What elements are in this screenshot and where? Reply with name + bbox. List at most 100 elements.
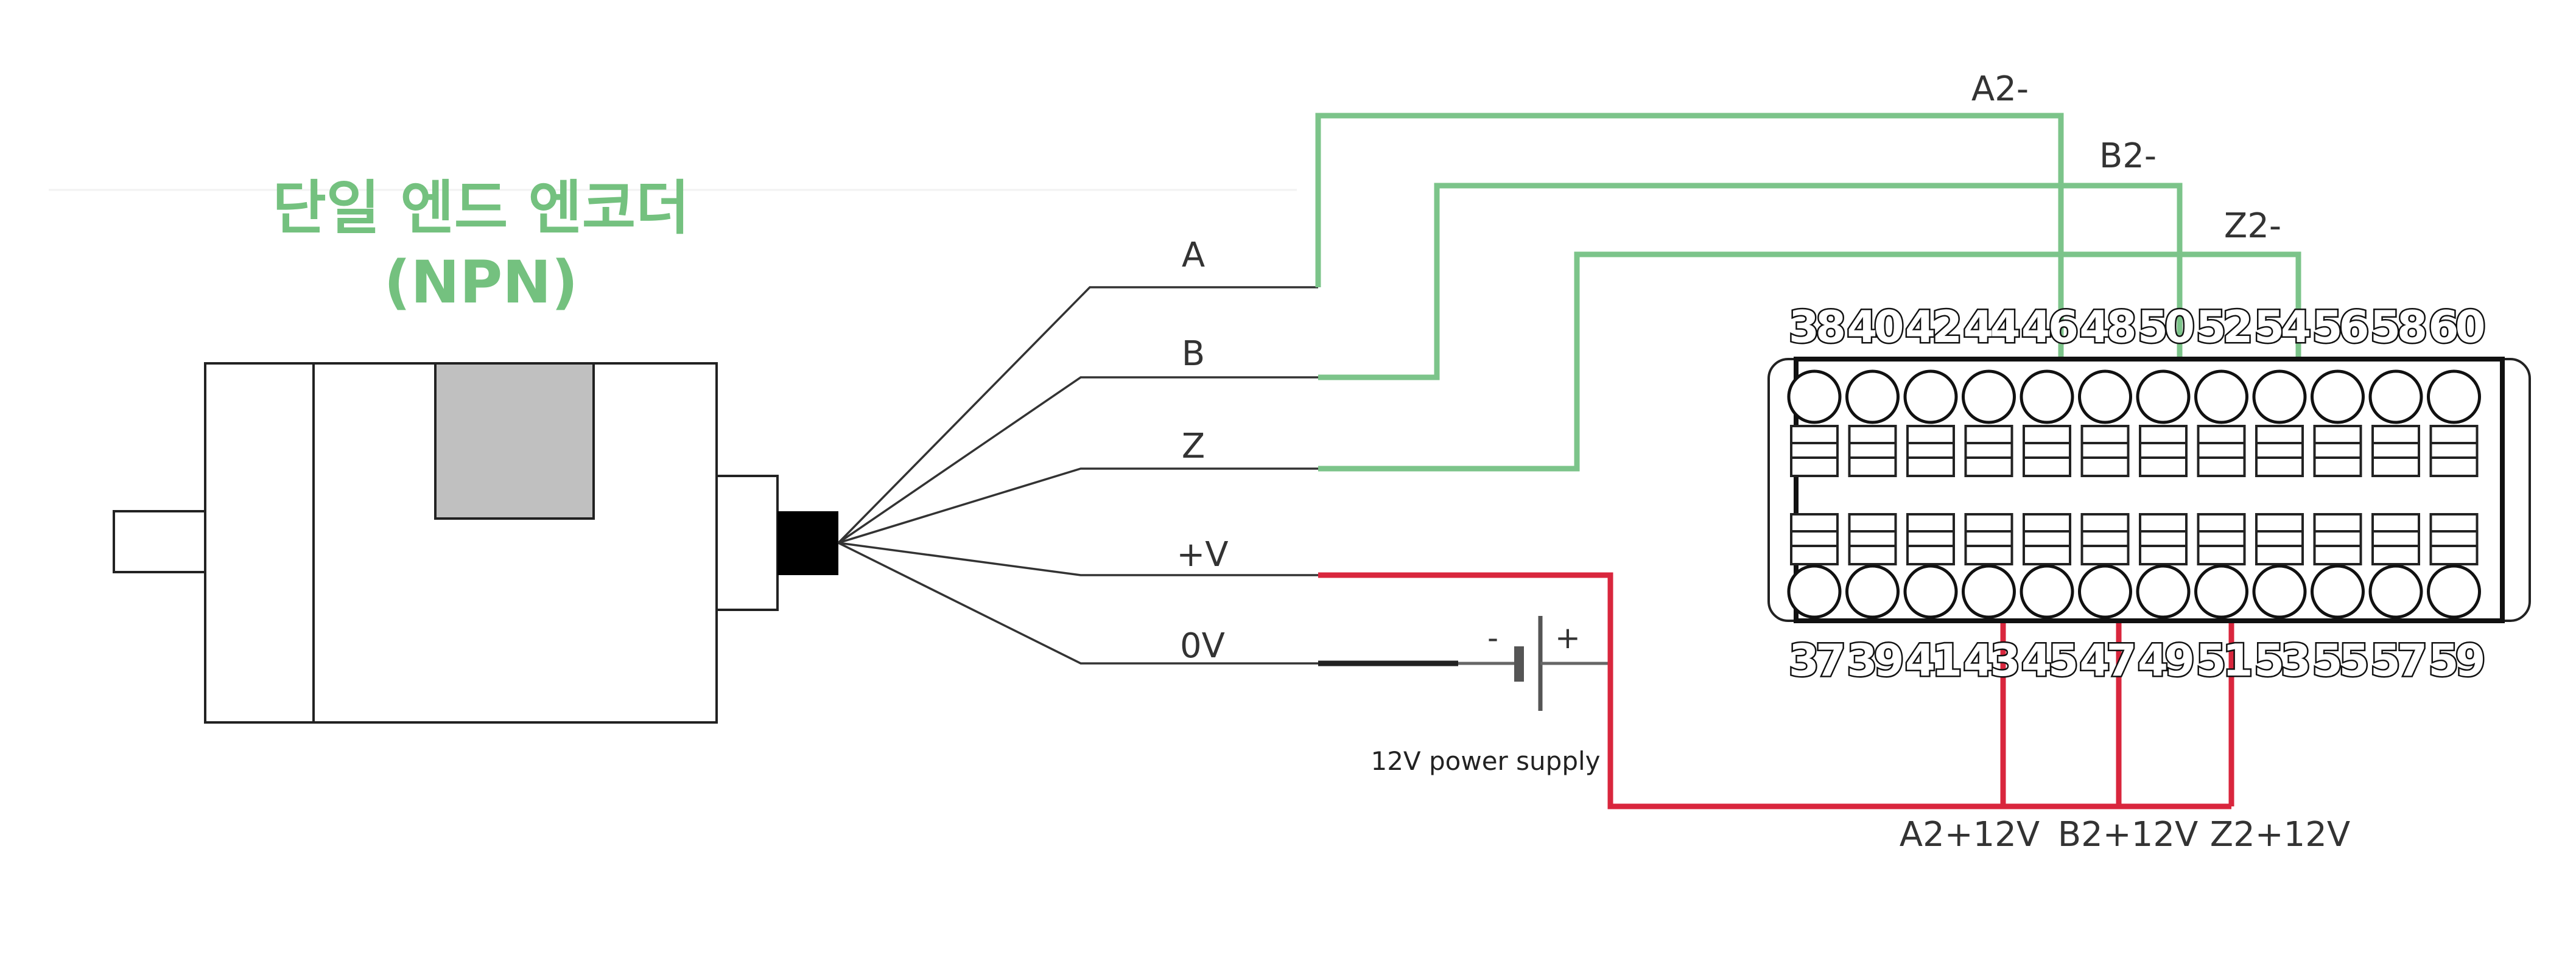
wire-label-b: B — [1182, 334, 1205, 374]
terminal-number-top: 56 — [2312, 301, 2367, 352]
terminal-number-top: 54 — [2254, 301, 2309, 352]
terminal-clamp-top — [2429, 425, 2479, 477]
terminal-number-bottom: 55 — [2312, 635, 2367, 686]
terminal-screw-bottom — [2252, 564, 2307, 619]
terminal-number-top: 38 — [1789, 301, 1844, 352]
signal-wires — [1315, 113, 2301, 472]
terminal-number-bottom: 57 — [2370, 635, 2424, 686]
terminal-number-bottom: 39 — [1847, 635, 1901, 686]
terminal-clamp-bottom — [2255, 513, 2304, 565]
terminal-screw-bottom — [2311, 564, 2365, 619]
terminal-number-top: 42 — [1905, 301, 1959, 352]
terminal-screw-top — [2194, 369, 2248, 424]
terminal-clamp-bottom — [2023, 513, 2071, 565]
cable-a — [837, 286, 1318, 544]
terminal-number-bottom: 37 — [1789, 635, 1843, 686]
psu-minus-sign: - — [1487, 620, 1498, 655]
signal-label-a2-minus: A2- — [1971, 69, 2029, 109]
signal-wire-z — [1318, 251, 2301, 472]
terminal-screw-top — [1845, 369, 1900, 424]
terminal-number-bottom: 49 — [2138, 635, 2192, 686]
encoder-shaft — [113, 510, 206, 573]
diagram-title-line2: (NPN) — [384, 248, 578, 316]
terminal-clamp-top — [2197, 425, 2246, 477]
terminal-cells — [1787, 369, 2481, 619]
diagram-title-line1: 단일 엔드 엔코더 — [272, 174, 689, 242]
terminal-number-top: 52 — [2195, 301, 2249, 352]
terminal-clamp-top — [1964, 425, 2013, 477]
terminal-clamp-top — [2139, 425, 2188, 477]
terminal-screw-bottom — [2194, 564, 2248, 619]
wire-label-a: A — [1182, 236, 1205, 275]
signal-label-b2-minus: B2- — [2099, 136, 2157, 176]
terminal-clamp-bottom — [2313, 513, 2362, 565]
terminal-clamp-top — [2255, 425, 2304, 477]
terminal-number-top: 50 — [2138, 301, 2193, 352]
terminal-screw-top — [2427, 369, 2481, 424]
terminal-screw-top — [2020, 369, 2074, 424]
terminal-number-top: 60 — [2428, 301, 2483, 352]
power-label-a2: A2+12V — [1900, 815, 2040, 854]
terminal-number-top: 44 — [1963, 301, 2018, 352]
terminal-screw-top — [2252, 369, 2307, 424]
terminal-clamp-top — [2080, 425, 2130, 477]
terminal-screw-bottom — [2020, 564, 2074, 619]
wire-label-plus-v: +V — [1176, 535, 1228, 575]
terminal-number-top: 48 — [2079, 301, 2134, 352]
terminal-screw-bottom — [1962, 564, 2016, 619]
psu-plus-sign: + — [1555, 620, 1581, 655]
terminal-screw-bottom — [1787, 564, 1842, 619]
terminal-number-top: 58 — [2370, 301, 2425, 352]
terminal-clamp-top — [2023, 425, 2071, 477]
terminal-number-bottom: 47 — [2079, 635, 2133, 686]
cable-z — [838, 467, 1318, 544]
power-wire-main — [1318, 572, 2231, 809]
power-label-b2: B2+12V — [2058, 815, 2199, 854]
cable-b — [838, 376, 1318, 544]
wire-label-z: Z — [1182, 427, 1205, 466]
terminal-number-bottom: 45 — [2021, 635, 2076, 686]
terminal-number-bottom: 53 — [2254, 635, 2308, 686]
terminal-screw-top — [1903, 369, 1958, 424]
terminal-clamp-top — [1848, 425, 1897, 477]
terminal-screw-top — [1962, 369, 2016, 424]
encoder-connector — [777, 511, 838, 575]
terminal-clamp-bottom — [1906, 513, 1955, 565]
signal-label-z2-minus: Z2- — [2224, 206, 2281, 246]
encoder-window — [434, 362, 595, 520]
terminal-number-bottom: 43 — [1963, 635, 2017, 686]
encoder-cable-fanout — [837, 286, 1318, 665]
terminal-screw-top — [2136, 369, 2191, 424]
terminal-clamp-top — [2313, 425, 2362, 477]
terminal-clamp-top — [1790, 425, 1839, 477]
terminal-screw-top — [2311, 369, 2365, 424]
terminal-screw-bottom — [1845, 564, 1900, 619]
terminal-screw-top — [1787, 369, 1842, 424]
terminal-screw-top — [2078, 369, 2132, 424]
power-supply-symbol — [1514, 616, 1610, 711]
terminal-clamp-bottom — [2371, 513, 2420, 565]
encoder-rear-cap — [715, 475, 779, 611]
terminal-clamp-bottom — [2429, 513, 2479, 565]
terminal-number-bottom: 59 — [2428, 635, 2483, 686]
terminal-clamp-bottom — [2139, 513, 2188, 565]
terminal-clamp-bottom — [1790, 513, 1839, 565]
terminal-number-top: 46 — [2021, 301, 2077, 352]
terminal-clamp-bottom — [1964, 513, 2013, 565]
terminal-block — [1767, 357, 2531, 623]
terminal-number-bottom: 41 — [1905, 635, 1960, 686]
terminal-screw-bottom — [2368, 564, 2423, 619]
cable-zero-v — [838, 542, 1318, 665]
wire-label-zero-v: 0V — [1180, 626, 1225, 666]
terminal-screw-bottom — [1903, 564, 1958, 619]
terminal-screw-top — [2368, 369, 2423, 424]
encoder — [113, 362, 838, 724]
terminal-screw-bottom — [2078, 564, 2132, 619]
cable-plus-v — [838, 542, 1318, 576]
terminal-clamp-top — [2371, 425, 2420, 477]
terminal-clamp-bottom — [2197, 513, 2246, 565]
power-label-z2: Z2+12V — [2210, 815, 2350, 854]
